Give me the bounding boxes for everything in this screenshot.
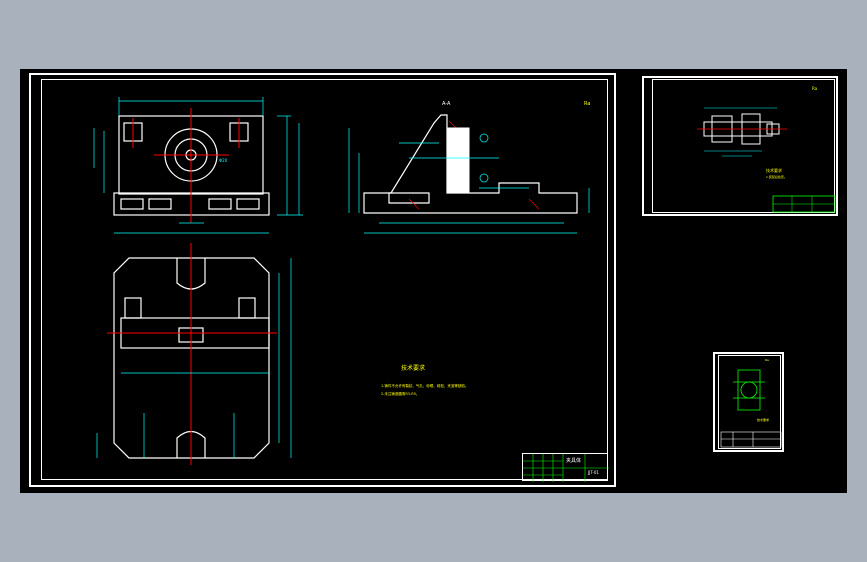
dimension-text: Φ20 (219, 158, 228, 163)
assembly-roughness-mark: Ra (812, 86, 818, 91)
section-solid-fill (446, 127, 470, 194)
section-label: A-A (442, 101, 451, 107)
main-sheet-graphics (93, 97, 590, 465)
title-block[interactable]: 夹具体 JJT-01 (522, 453, 609, 482)
plan-view-dimensions (96, 258, 292, 458)
title-block-grid (523, 454, 609, 482)
technical-requirements-title: 技术要求 (401, 365, 426, 372)
section-view (363, 114, 578, 214)
assembly-sheet-inner-border (652, 79, 835, 213)
title-block-drawing-code: JJT-01 (588, 470, 599, 475)
main-sheet-inner-border (41, 79, 608, 480)
main-sheet-outer-border (29, 73, 616, 487)
part-note: 技术要求 (757, 418, 770, 422)
front-view-dimensions (93, 97, 303, 234)
assembly-sheet-border (642, 76, 838, 216)
part-sheet-inner-border (718, 355, 781, 449)
part-sheet-border (713, 352, 784, 452)
title-block-part-name: 夹具体 (566, 458, 582, 464)
part-drawing-sheet[interactable]: Ra 技术要求 (713, 352, 784, 452)
main-drawing-sheet[interactable]: A-A Ra Φ20 技术要求 1.铸件不允许有裂纹、气孔、砂眼、疏松、夹渣等缺… (29, 73, 616, 487)
assembly-note-title: 技术要求 (766, 168, 782, 173)
roughness-mark: Ra (584, 101, 591, 107)
drawing-canvas[interactable]: A-A Ra Φ20 技术要求 1.铸件不允许有裂纹、气孔、砂眼、疏松、夹渣等缺… (20, 69, 847, 493)
technical-requirements-line-1: 1.铸件不允许有裂纹、气孔、砂眼、疏松、夹渣等缺陷。 (381, 384, 469, 388)
assembly-sheet-graphics (697, 107, 836, 213)
front-view-centerlines (132, 108, 240, 223)
technical-requirements-line-2: 2.未注铸造圆角R3-R5。 (381, 392, 420, 396)
part-sheet-graphics (720, 369, 782, 448)
plan-view-centerlines (107, 243, 277, 465)
assembly-note-line: 1.装配后检查。 (766, 175, 787, 179)
assembly-drawing-sheet[interactable]: Ra 技术要求 1.装配后检查。 (642, 76, 838, 216)
section-view-dimensions (348, 128, 590, 234)
part-roughness-mark: Ra (765, 358, 769, 362)
